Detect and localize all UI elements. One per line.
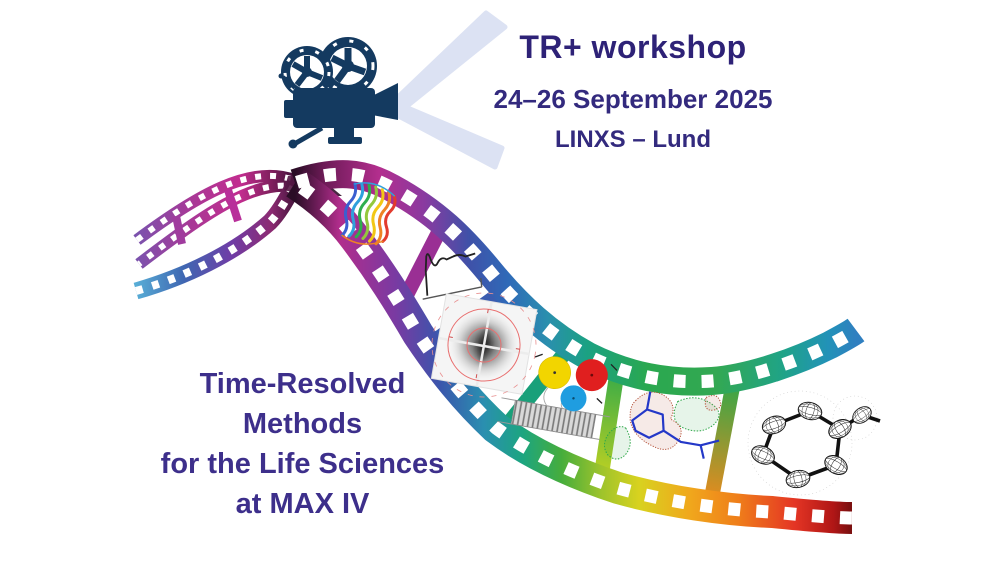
thermal-ellipsoid-molecule-image [747,390,881,496]
event-dates: 24–26 September 2025 [493,84,773,114]
membrane-protein-schematic-image [497,353,618,440]
film-strip-left-tails [133,169,303,300]
protein-structure-image [340,182,397,246]
time-resolved-kinetics-graph-image [422,252,483,300]
main-title-line-3: for the Life Sciences [160,448,445,480]
main-title-line-1: Time-Resolved [199,368,406,400]
main-title-line-2: Methods [242,408,363,440]
event-location: LINXS – Lund [555,126,711,153]
main-title-line-4: at MAX IV [235,488,370,520]
main-title: Time-Resolved Methods for the Life Scien… [95,364,510,524]
electron-density-map-image [604,391,722,460]
film-projector-icon [278,37,398,149]
x-ray-diffraction-pattern-image [430,292,538,398]
event-title: TR+ workshop [519,29,747,65]
